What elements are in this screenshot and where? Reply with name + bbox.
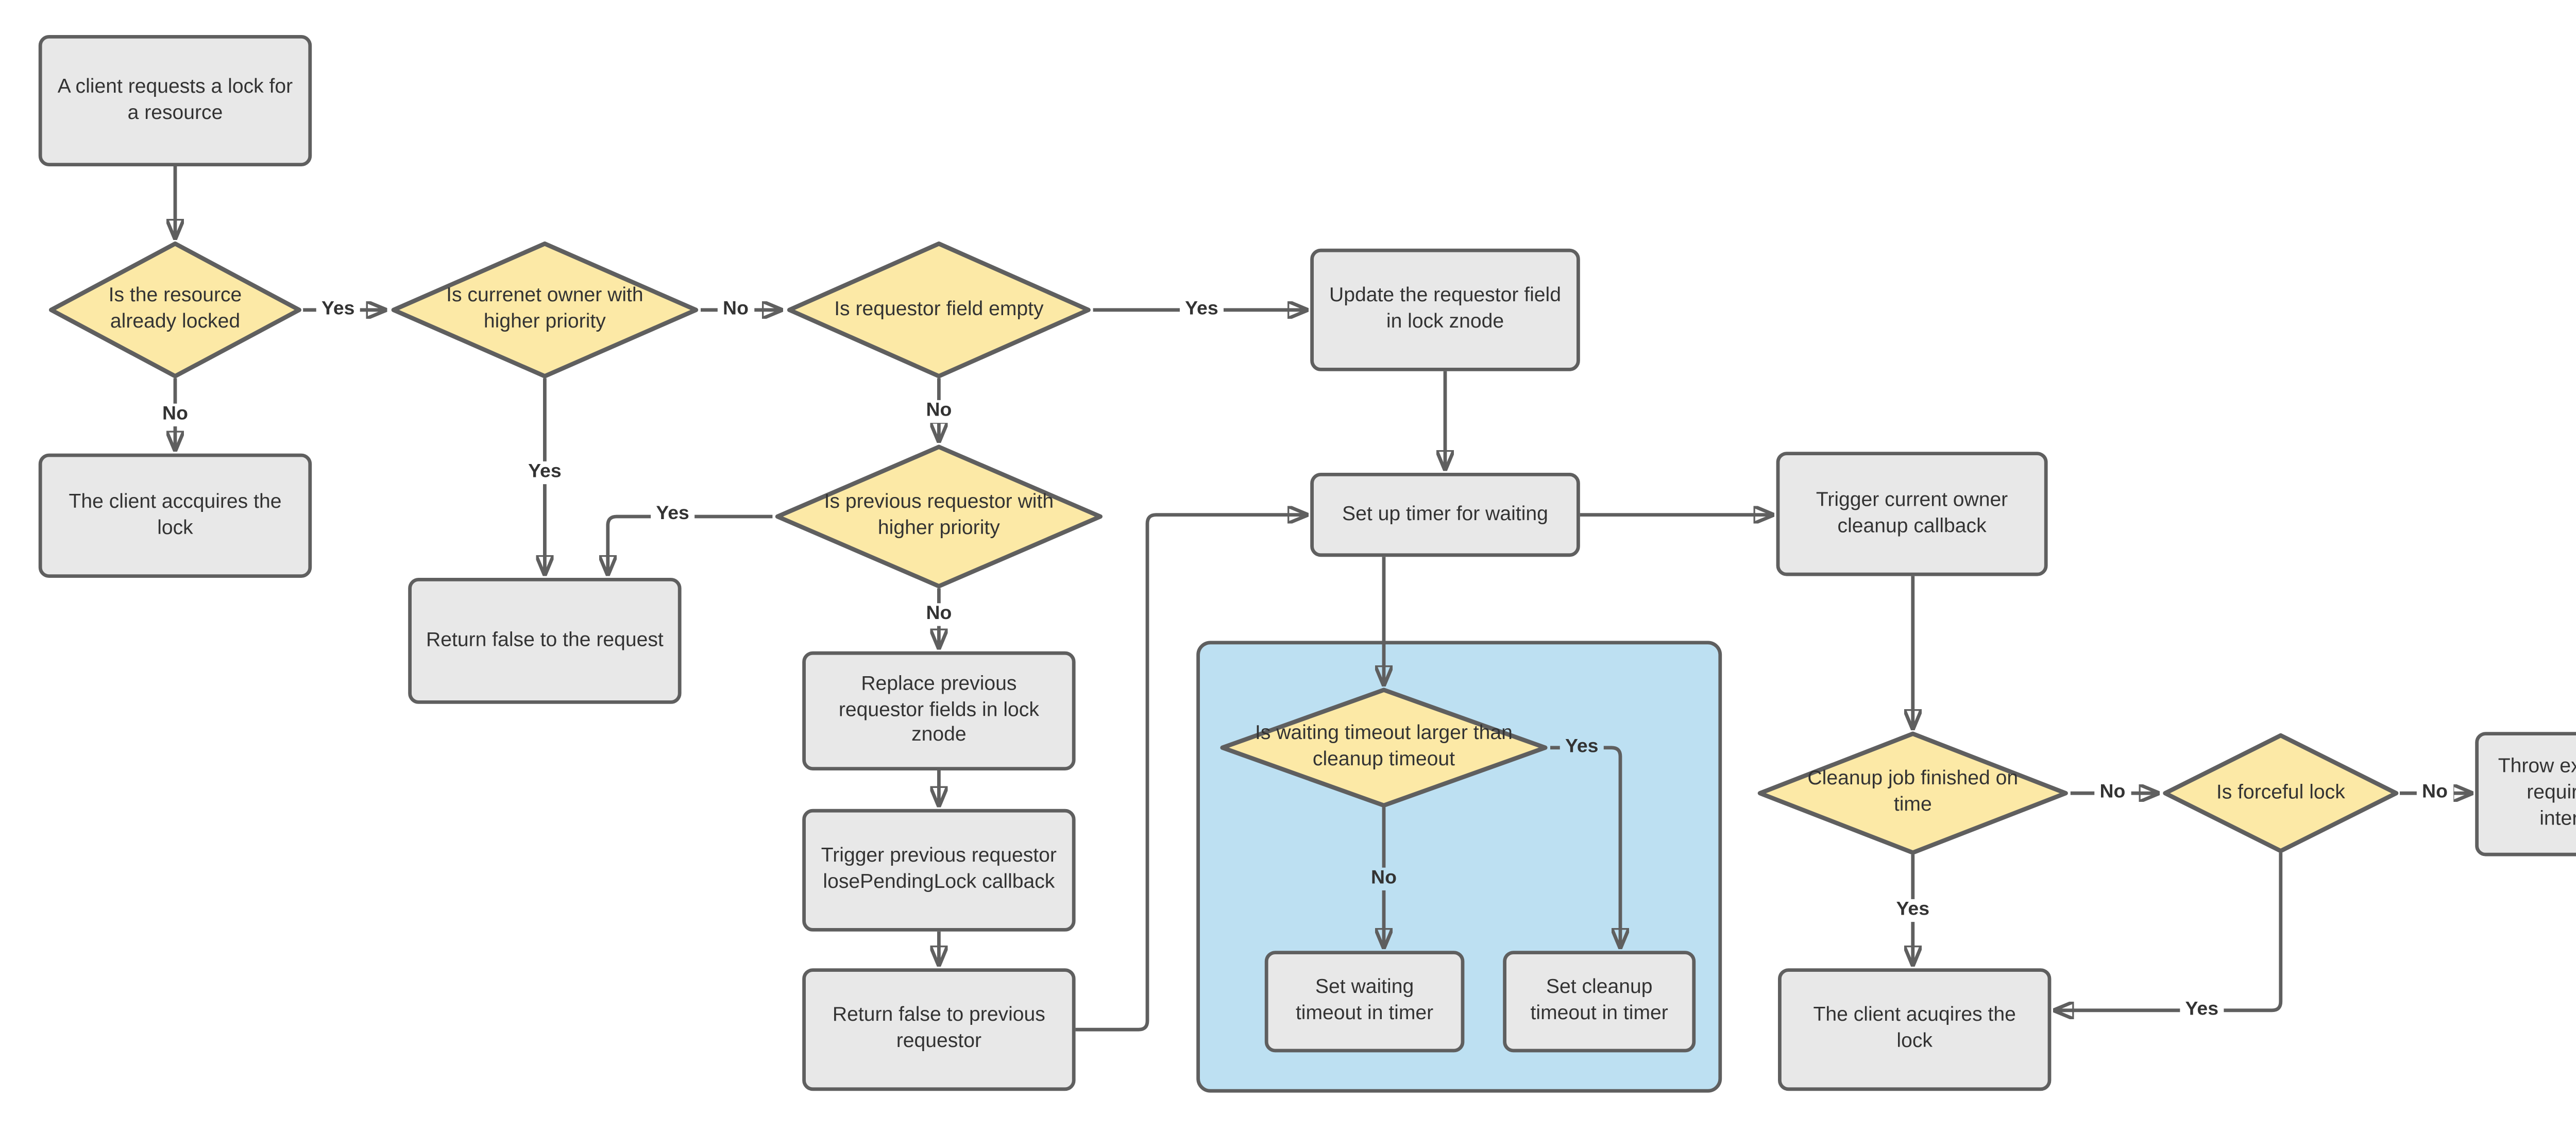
decision-current-owner: Is currenet owner with higher priority bbox=[389, 242, 701, 378]
decision-forceful-lock: Is forceful lock bbox=[2162, 734, 2400, 853]
node-start: A client requests a lock for a resource bbox=[38, 35, 312, 166]
node-trigger-owner-label: Trigger current owner cleanup callback bbox=[1816, 489, 2008, 537]
node-trigger-owner: Trigger current owner cleanup callback bbox=[1776, 452, 2048, 576]
edge-return-false-prev-to-setup-timer bbox=[1075, 515, 1307, 1032]
decision-cleanup-finished: Cleanup job finished on time bbox=[1755, 732, 2071, 854]
decision-waiting-timeout: Is waiting timeout larger than cleanup t… bbox=[1217, 688, 1550, 807]
edge-waiting-timeout-to-set-cleanup bbox=[1550, 746, 1620, 948]
diamond-shape bbox=[394, 244, 696, 376]
edge-prev-requestor-to-return-false-request bbox=[608, 514, 773, 574]
node-return-false-request: Return false to the request bbox=[408, 578, 682, 704]
decision-current-owner-label: Is currenet owner with higher priority bbox=[446, 285, 643, 333]
decision-waiting-timeout-label: Is waiting timeout larger than cleanup t… bbox=[1255, 723, 1513, 770]
node-client-acquires-2: The client acuqires the lock bbox=[1778, 968, 2052, 1091]
node-update-requestor: Update the requestor field in lock znode bbox=[1310, 248, 1580, 371]
diamond-shape bbox=[1223, 690, 1546, 805]
decision-forceful-lock-label: Is forceful lock bbox=[2216, 782, 2345, 803]
edge-label-no: No bbox=[1365, 867, 1402, 890]
decision-cleanup-finished-label: Cleanup job finished on time bbox=[1807, 768, 2019, 816]
diamond-shape bbox=[2165, 735, 2397, 851]
edge-label-yes: Yes bbox=[1560, 736, 1604, 759]
edge-label-no: No bbox=[157, 403, 194, 426]
edge-label-yes: Yes bbox=[1179, 298, 1224, 321]
node-set-waiting-label: Set waiting timeout in timer bbox=[1295, 977, 1434, 1024]
decision-requestor-empty: Is requestor field empty bbox=[785, 242, 1093, 378]
node-set-cleanup: Set cleanup timeout in timer bbox=[1503, 951, 1696, 1053]
edge-label-yes: Yes bbox=[316, 298, 360, 321]
edge-label-no: No bbox=[921, 400, 957, 423]
diamond-shape bbox=[51, 244, 299, 376]
node-update-requestor-label: Update the requestor field in lock znode bbox=[1329, 285, 1561, 333]
node-start-label: A client requests a lock for a resource bbox=[57, 76, 293, 124]
edge-forceful-to-client-acquires-2 bbox=[2055, 852, 2283, 1010]
decision-prev-requestor: Is previous requestor with higher priori… bbox=[772, 445, 1105, 589]
node-replace-prev-label: Replace previous requestor fields in loc… bbox=[838, 673, 1039, 747]
decision-resource-locked-label: Is the resource already locked bbox=[108, 285, 242, 333]
node-setup-timer-label: Set up timer for waiting bbox=[1342, 503, 1548, 525]
node-return-false-request-label: Return false to the request bbox=[426, 629, 664, 651]
node-return-false-prev-label: Return false to previous requestor bbox=[832, 1005, 1045, 1053]
node-set-cleanup-label: Set cleanup timeout in timer bbox=[1530, 977, 1668, 1024]
node-return-false-prev: Return false to previous requestor bbox=[802, 968, 1076, 1091]
edge-label-yes: Yes bbox=[2180, 999, 2224, 1022]
edge-label-no: No bbox=[921, 603, 957, 626]
diamond-shape bbox=[1760, 734, 2066, 853]
node-replace-prev: Replace previous requestor fields in loc… bbox=[802, 651, 1076, 770]
decision-resource-locked: Is the resource already locked bbox=[47, 242, 303, 378]
decision-prev-requestor-label: Is previous requestor with higher priori… bbox=[824, 492, 1054, 540]
node-client-acquires-1: The client accquires the lock bbox=[38, 453, 312, 578]
node-throw-exception-label: Throw exception and require human interv… bbox=[2498, 757, 2576, 830]
edge-label-yes: Yes bbox=[1891, 899, 1935, 922]
decision-requestor-empty-label: Is requestor field empty bbox=[834, 298, 1044, 320]
node-trigger-prev-label: Trigger previous requestor losePendingLo… bbox=[821, 846, 1057, 893]
edge-label-no: No bbox=[2094, 782, 2131, 805]
node-throw-exception: Throw exception and require human interv… bbox=[2475, 732, 2576, 856]
diamond-shape bbox=[777, 447, 1100, 586]
edge-label-no: No bbox=[2416, 782, 2453, 805]
edge-label-no: No bbox=[717, 298, 754, 321]
node-set-waiting: Set waiting timeout in timer bbox=[1264, 951, 1465, 1053]
edge-label-yes: Yes bbox=[651, 503, 695, 526]
node-client-acquires-1-label: The client accquires the lock bbox=[69, 491, 282, 539]
node-client-acquires-2-label: The client acuqires the lock bbox=[1813, 1005, 2016, 1053]
node-trigger-prev: Trigger previous requestor losePendingLo… bbox=[802, 809, 1076, 932]
diamond-shape bbox=[789, 244, 1088, 376]
node-setup-timer: Set up timer for waiting bbox=[1310, 473, 1580, 557]
edge-label-yes: Yes bbox=[522, 461, 567, 485]
